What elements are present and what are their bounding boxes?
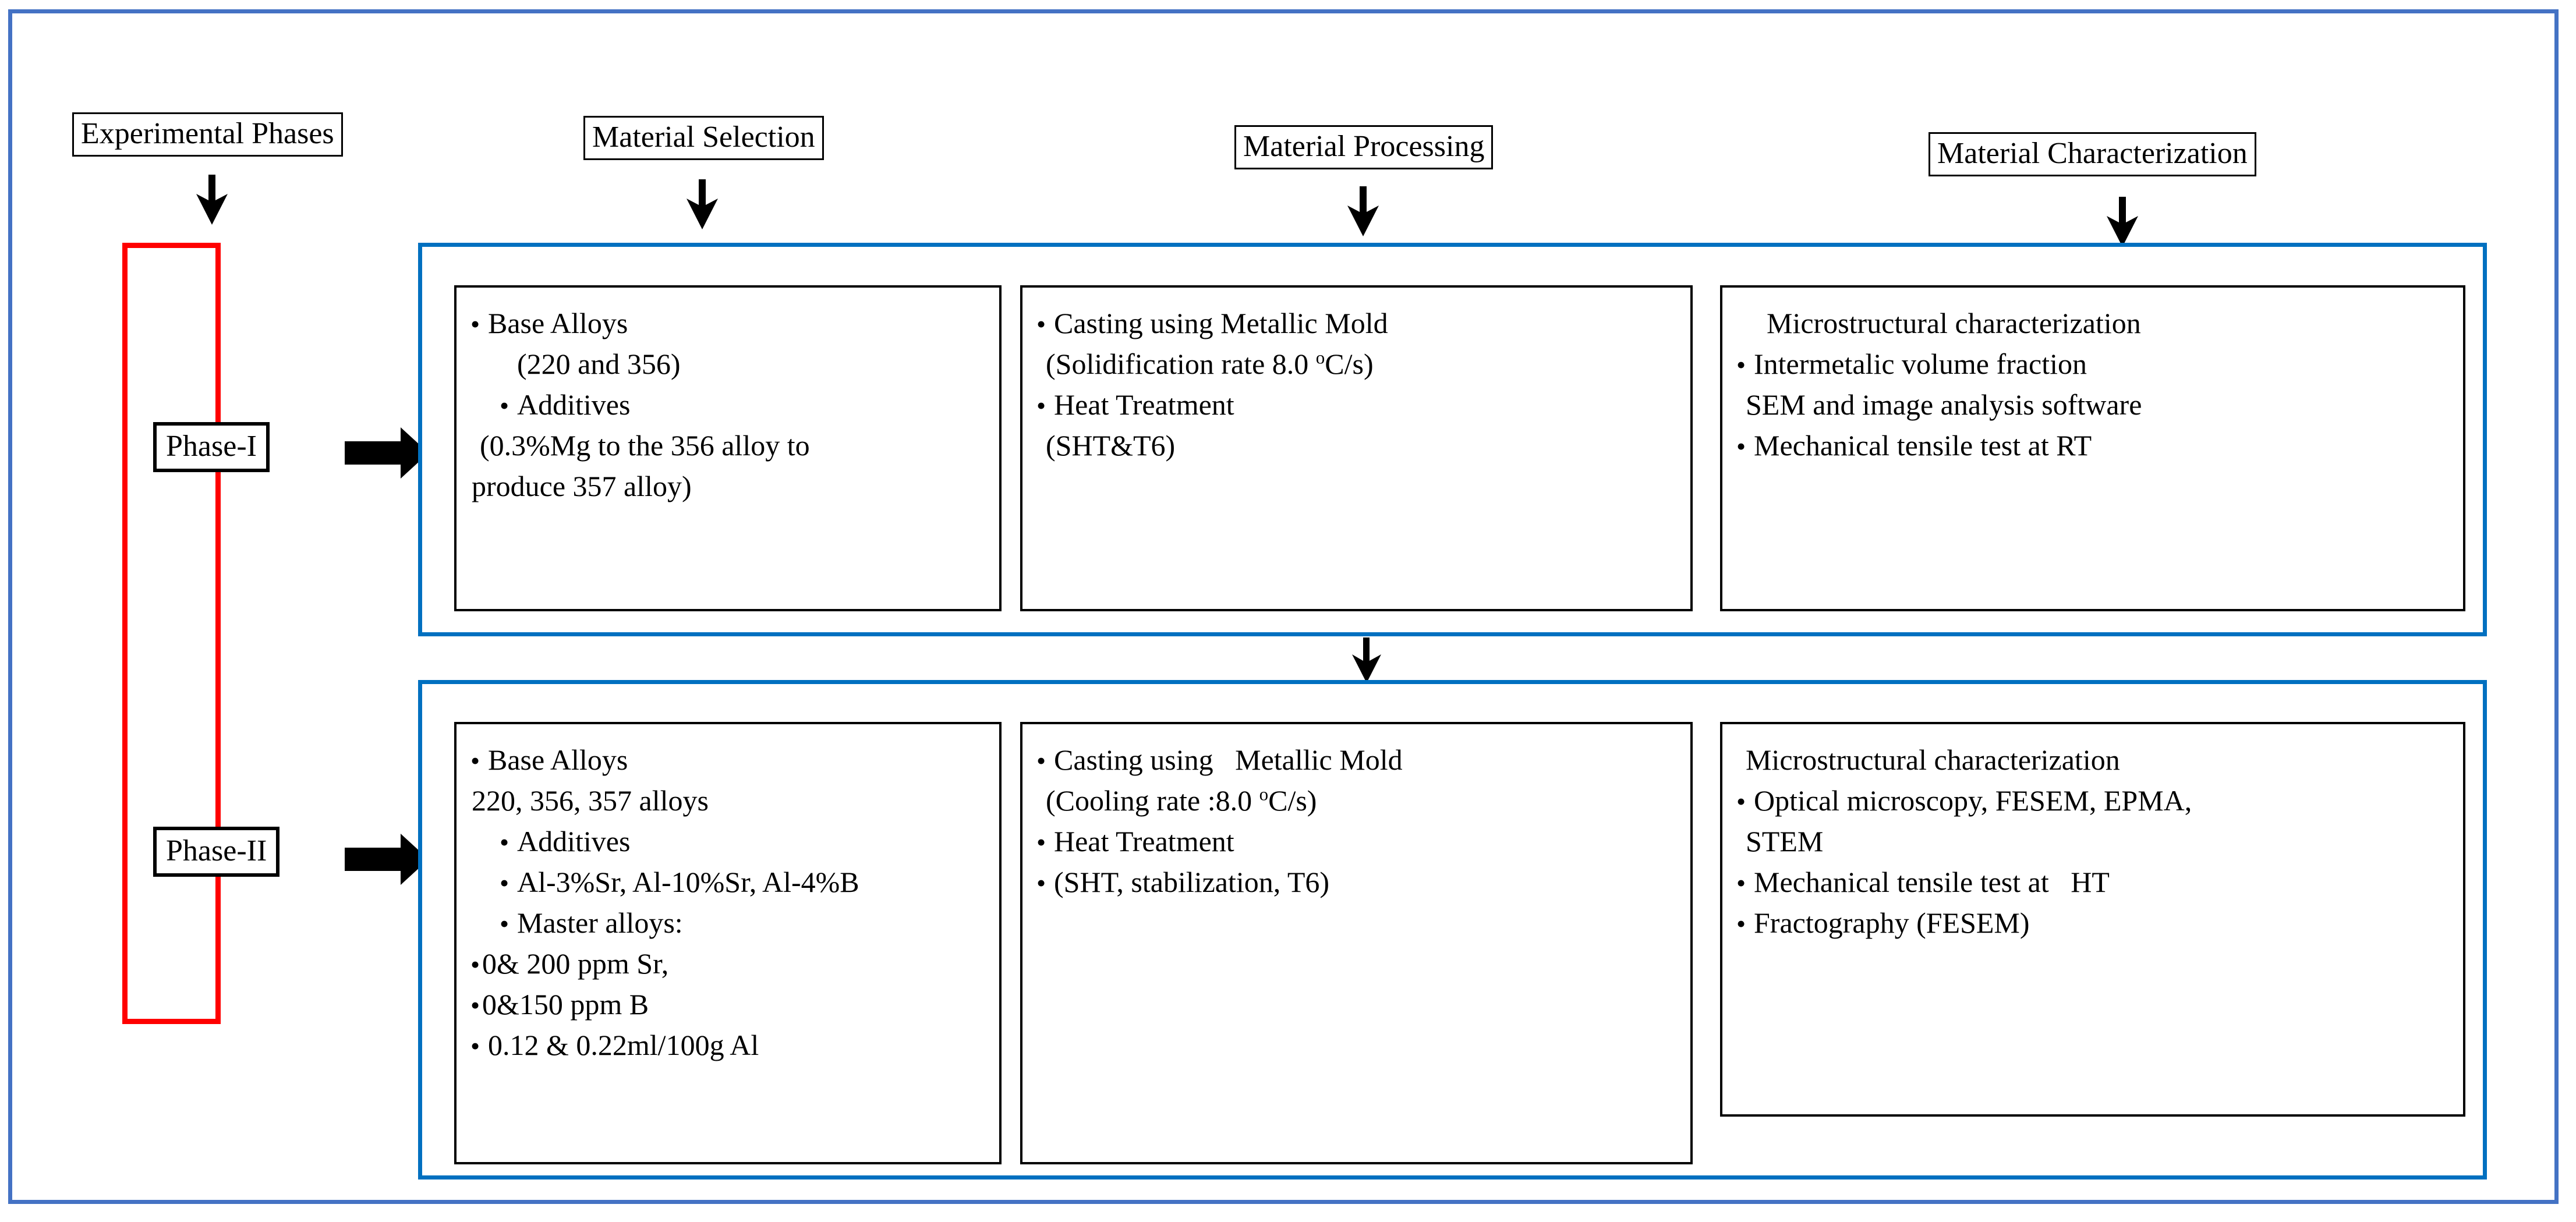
down-arrow-icon bbox=[1345, 186, 1381, 236]
diagram-outer-frame bbox=[8, 9, 2559, 1204]
list-item: Mechanical tensile test at RT bbox=[1738, 425, 2448, 466]
list-item: Additives bbox=[472, 384, 984, 425]
box-phase2-material-processing: Casting using Metallic Mold (Cooling rat… bbox=[1020, 722, 1693, 1164]
list-item: STEM bbox=[1746, 825, 1824, 858]
phase-rail-container bbox=[122, 243, 221, 1024]
list-item: Fractography (FESEM) bbox=[1738, 902, 2448, 943]
list-item: (0.3%Mg to the 356 alloy to bbox=[480, 429, 810, 462]
down-arrow-icon bbox=[684, 179, 720, 229]
phase-label-phase-ii: Phase-II bbox=[153, 827, 280, 877]
list-item: SEM and image analysis software bbox=[1746, 388, 2142, 421]
list-item: Base Alloys bbox=[472, 739, 984, 780]
degree-symbol: o bbox=[1259, 784, 1269, 805]
list-item: Additives bbox=[472, 821, 984, 862]
list-item: Optical microscopy, FESEM, EPMA, bbox=[1738, 780, 2448, 821]
box-phase2-material-selection: Base Alloys 220, 356, 357 alloys Additiv… bbox=[454, 722, 1002, 1164]
list-item: Intermetalic volume fraction bbox=[1738, 343, 2448, 384]
down-arrow-icon bbox=[1350, 637, 1383, 683]
header-experimental-phases: Experimental Phases bbox=[72, 112, 343, 157]
box-phase1-material-selection: Base Alloys (220 and 356) Additives (0.3… bbox=[454, 285, 1002, 611]
header-material-selection: Material Selection bbox=[583, 116, 824, 160]
list-item: Microstructural characterization bbox=[1746, 743, 2120, 776]
list-item: (220 and 356) bbox=[517, 348, 681, 380]
list-item: Heat Treatment bbox=[1038, 821, 1675, 862]
phase-label-phase-i: Phase-I bbox=[153, 422, 270, 472]
header-material-characterization: Material Characterization bbox=[1929, 132, 2256, 176]
list-item: 0&150 ppm B bbox=[472, 984, 984, 1025]
list-item: produce 357 alloy) bbox=[472, 470, 692, 502]
list-item: (SHT&T6) bbox=[1046, 429, 1176, 462]
box-phase2-material-characterization: Microstructural characterization Optical… bbox=[1720, 722, 2465, 1117]
list-item: (SHT, stabilization, T6) bbox=[1038, 862, 1675, 902]
list-item: Al-3%Sr, Al-10%Sr, Al-4%B bbox=[472, 862, 984, 902]
list-item: (Cooling rate :8.0 oC/s) bbox=[1038, 780, 1675, 821]
cooling-rate-suffix: C/s) bbox=[1268, 784, 1317, 817]
box-phase1-material-characterization: Microstructural characterization Interme… bbox=[1720, 285, 2465, 611]
solidification-rate-prefix: (Solidification rate 8.0 bbox=[1046, 348, 1316, 380]
degree-symbol: o bbox=[1315, 347, 1325, 368]
list-item: Base Alloys bbox=[472, 303, 984, 343]
list-item: (Solidification rate 8.0 oC/s) bbox=[1038, 343, 1675, 384]
right-arrow-icon bbox=[345, 420, 429, 486]
right-arrow-icon bbox=[345, 827, 429, 892]
list-item: 220, 356, 357 alloys bbox=[472, 784, 709, 817]
list-item: 0.12 & 0.22ml/100g Al bbox=[472, 1025, 984, 1065]
list-item: Heat Treatment bbox=[1038, 384, 1675, 425]
down-arrow-icon bbox=[194, 175, 230, 225]
list-item: Master alloys: bbox=[472, 902, 984, 943]
list-item: Casting using Metallic Mold bbox=[1038, 303, 1675, 343]
solidification-rate-suffix: C/s) bbox=[1325, 348, 1374, 380]
header-material-processing: Material Processing bbox=[1234, 125, 1494, 169]
box-phase1-material-processing: Casting using Metallic Mold (Solidificat… bbox=[1020, 285, 1693, 611]
list-item: Casting using Metallic Mold bbox=[1038, 739, 1675, 780]
cooling-rate-prefix: (Cooling rate :8.0 bbox=[1046, 784, 1259, 817]
list-item: Microstructural characterization bbox=[1767, 307, 2141, 339]
list-item: 0& 200 ppm Sr, bbox=[472, 943, 984, 984]
down-arrow-icon bbox=[2104, 197, 2140, 247]
list-item: Mechanical tensile test at HT bbox=[1738, 862, 2448, 902]
